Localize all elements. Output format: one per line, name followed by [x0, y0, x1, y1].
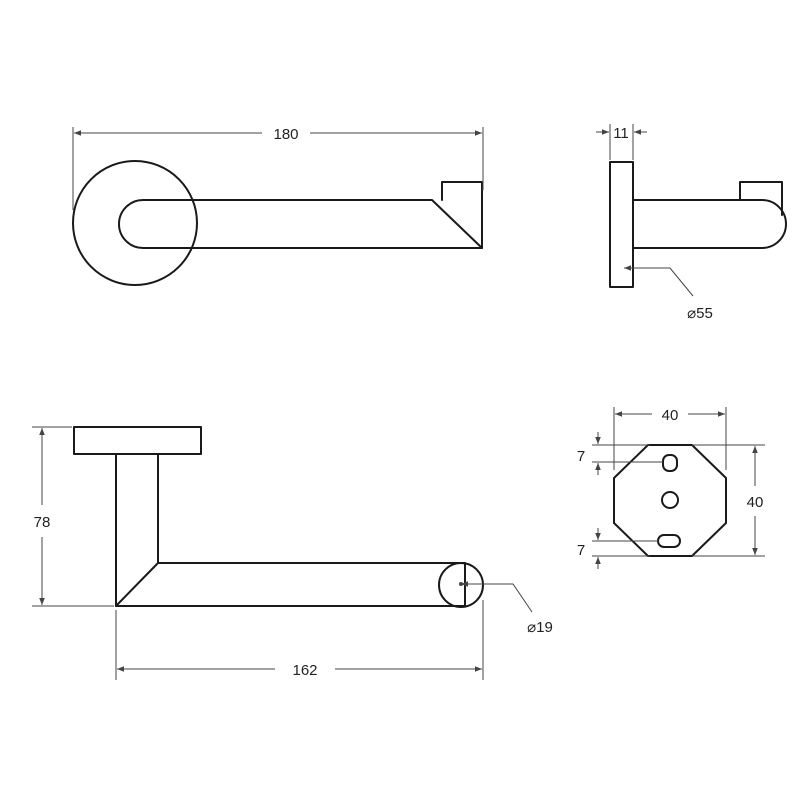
length-label: 162	[292, 662, 317, 679]
top-view: 180	[73, 126, 483, 285]
front-view: 78 162 ⌀19	[32, 427, 553, 680]
thickness-label: 11	[613, 125, 629, 142]
base-view: 40 40 7 7	[577, 407, 765, 569]
side-tip	[740, 182, 782, 215]
base-height-label: 40	[747, 494, 764, 511]
rosette-diameter-label: ⌀55	[687, 305, 713, 322]
center-hole	[662, 492, 678, 508]
bottom-slot	[658, 535, 680, 547]
top-length-label: 180	[273, 126, 298, 143]
front-rosette	[74, 427, 201, 454]
bar-diameter-label: ⌀19	[527, 619, 553, 636]
top-rosette	[73, 161, 197, 285]
top-arm	[119, 200, 482, 248]
side-view: 11 ⌀55	[596, 124, 786, 322]
side-arm	[633, 200, 786, 248]
slot-bottom-label: 7	[577, 542, 585, 559]
top-slot	[663, 455, 677, 471]
rosette-leader	[624, 268, 693, 296]
bar-leader	[461, 584, 532, 612]
front-arm	[116, 454, 465, 606]
height-label: 78	[34, 514, 51, 531]
front-bend	[116, 563, 158, 606]
bar-center-dot	[459, 582, 463, 586]
slot-top-label: 7	[577, 448, 585, 465]
base-width-label: 40	[662, 407, 679, 424]
